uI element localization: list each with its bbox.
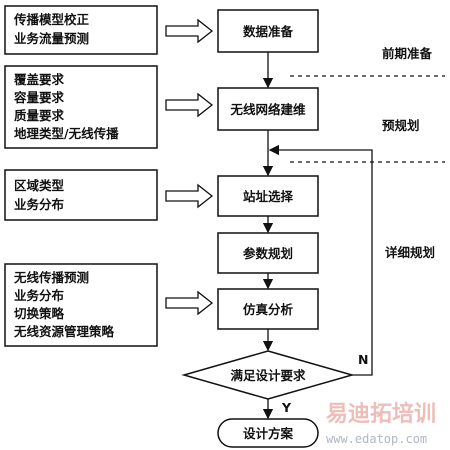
process-box-data-prep: 数据准备 [217,9,319,53]
process-label: 数据准备 [242,24,294,39]
input-text: 区域类型 [14,178,65,193]
input-text: 覆盖要求 [13,72,65,87]
phase-label-pre-planning: 预规划 [382,118,420,133]
phase-divider [290,75,445,163]
hollow-arrow-icon [165,18,214,44]
process-label: 站址选择 [243,189,294,204]
process-box-site-selection: 站址选择 [217,175,319,217]
input-text: 切换策略 [14,306,65,321]
input-box-group3: 区域类型 业务分布 [4,169,158,221]
input-text: 传播模型校正 [13,12,90,27]
input-box-group1: 传播模型校正 业务流量预测 [4,5,158,55]
input-text: 容量要求 [13,90,65,105]
input-text: 业务流量预测 [14,31,89,46]
branch-label-yes: Y [281,400,292,415]
input-text: 业务分布 [14,288,65,303]
process-box-simulation: 仿真分析 [217,288,319,330]
flow-connectors [262,52,373,420]
process-box-network-modeling: 无线网络建维 [217,87,319,131]
process-label: 仿真分析 [243,302,294,317]
input-box-group2: 覆盖要求 容量要求 质量要求 地理类型/无线传播 [4,65,158,149]
branch-label-no: N [358,352,368,367]
hollow-arrow-icon [165,92,214,118]
hollow-arrow-icon [165,183,214,209]
input-text: 无线资源管理策略 [13,324,115,339]
watermark: 易迪拓培训 www.edatop.com [326,401,436,446]
watermark-brand: 易迪拓培训 [326,401,436,427]
input-text: 质量要求 [14,108,65,123]
terminal-result: 设计方案 [217,418,319,448]
hollow-arrow-icon [165,290,214,316]
process-label: 参数规划 [243,246,293,261]
input-text: 无线传播预测 [13,270,89,285]
decision-diamond: 满足设计要求 [181,350,355,400]
decision-label: 满足设计要求 [230,368,306,383]
input-text: 业务分布 [14,197,65,212]
phase-label-early-prep: 前期准备 [382,46,433,61]
result-label: 设计方案 [243,426,294,441]
process-box-param-planning: 参数规划 [217,232,319,274]
process-label: 无线网络建维 [229,102,306,117]
watermark-url: www.edatop.com [326,432,427,446]
phase-label-detailed-planning: 详细规划 [385,245,435,260]
input-box-group4: 无线传播预测 业务分布 切换策略 无线资源管理策略 [4,263,158,347]
input-text: 地理类型/无线传播 [14,126,119,141]
